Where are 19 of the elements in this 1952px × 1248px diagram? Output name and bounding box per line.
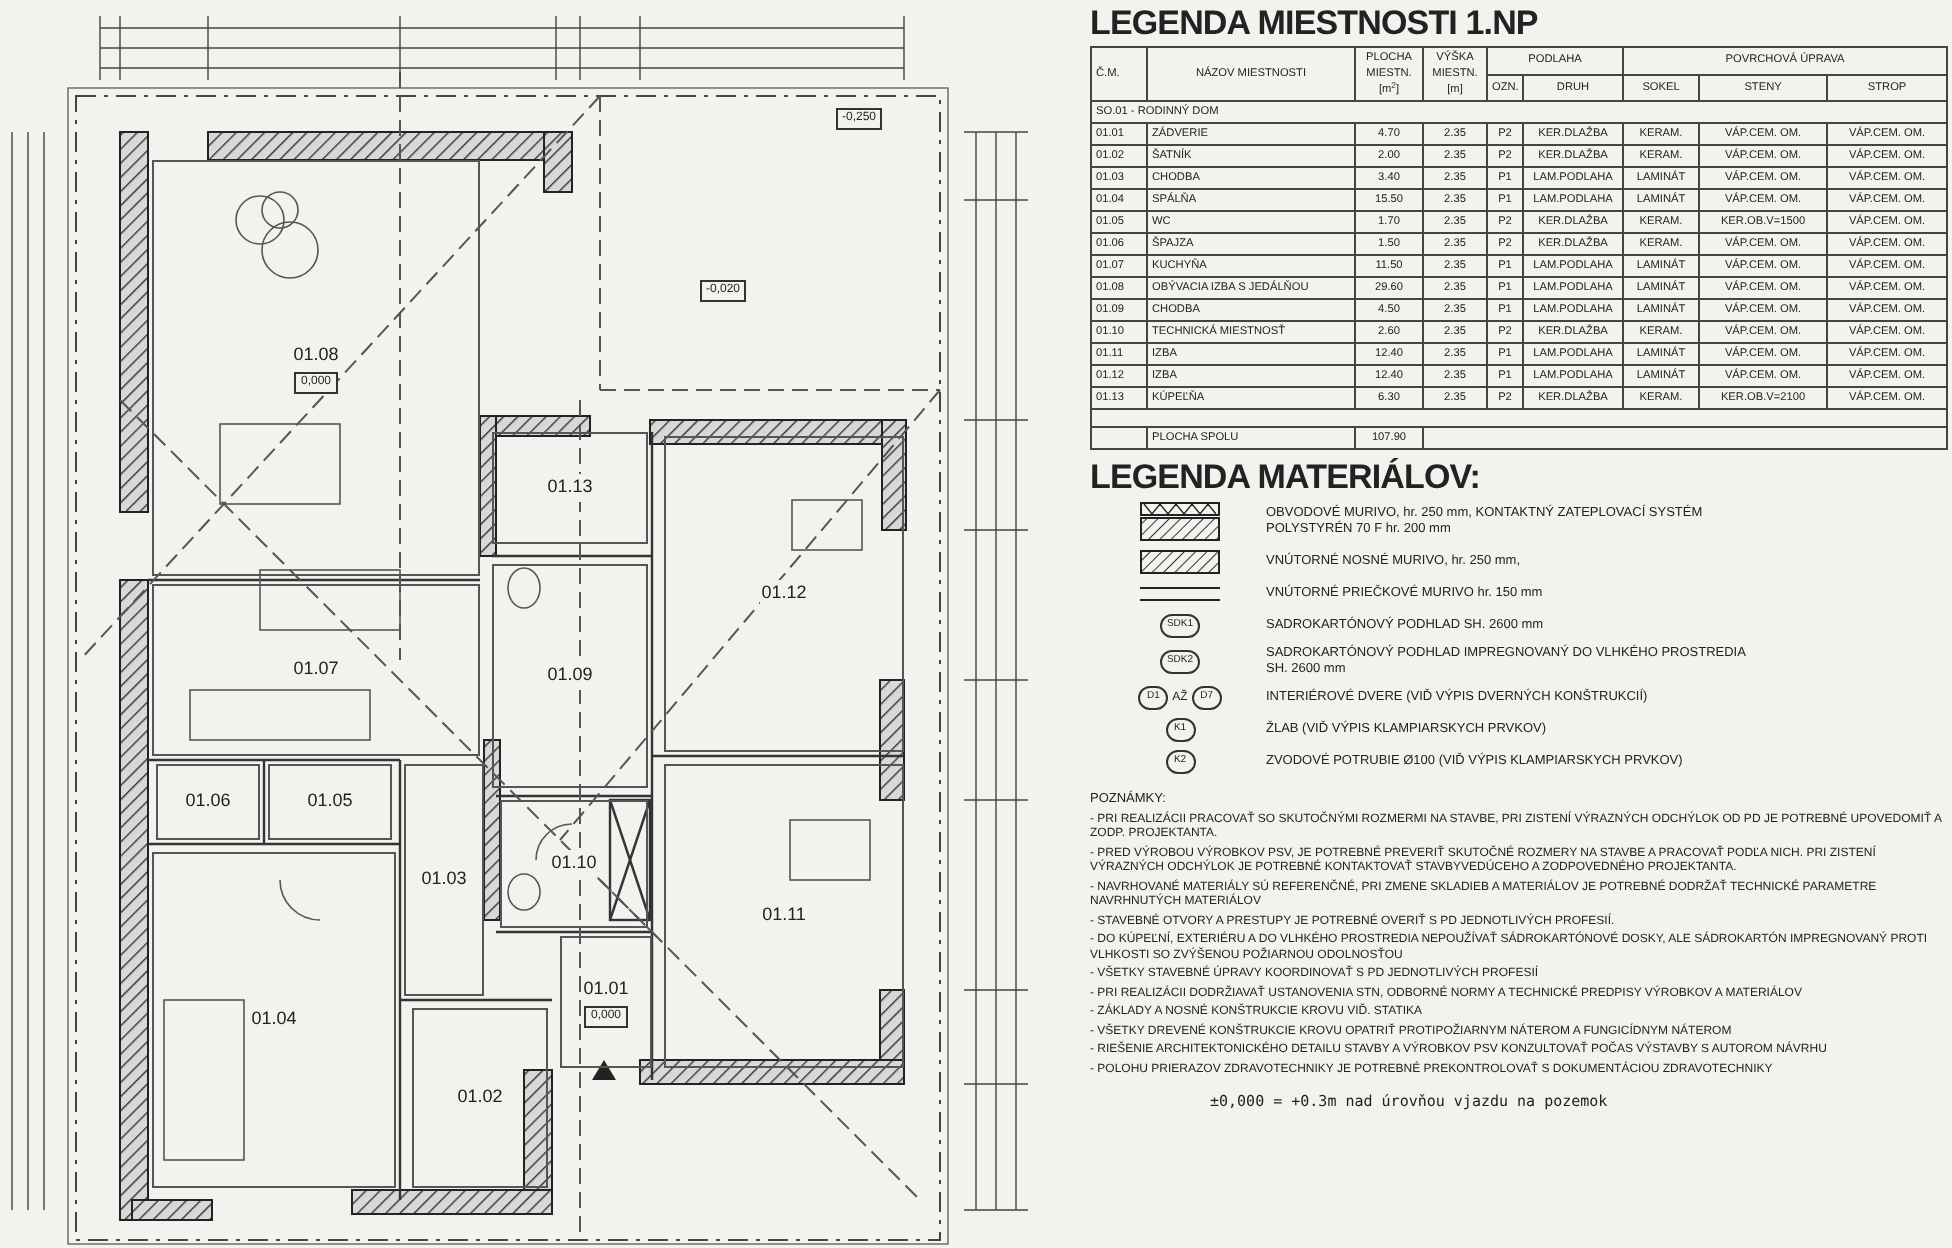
room-area <box>268 764 392 840</box>
room-area <box>560 936 652 1068</box>
room-number: 01.13 <box>545 474 595 502</box>
room-area <box>500 800 648 928</box>
room-area <box>492 432 648 544</box>
room-area <box>664 436 904 752</box>
room-number: 01.10 <box>549 850 599 878</box>
table-title: LEGENDA MIESTNOSTI 1.NP <box>1090 4 1540 44</box>
room-area <box>492 564 648 788</box>
room-number: 01.12 <box>759 580 809 608</box>
room-area <box>156 764 260 840</box>
room-area <box>664 764 904 1068</box>
room-area <box>152 584 480 756</box>
legend-title: LEGENDA MATERIÁLOV: <box>1090 458 1482 498</box>
room-area <box>412 1008 548 1188</box>
room-number: 01.09 <box>545 662 595 690</box>
room-area <box>404 764 484 996</box>
room-area <box>152 160 480 576</box>
room-area <box>152 852 396 1188</box>
